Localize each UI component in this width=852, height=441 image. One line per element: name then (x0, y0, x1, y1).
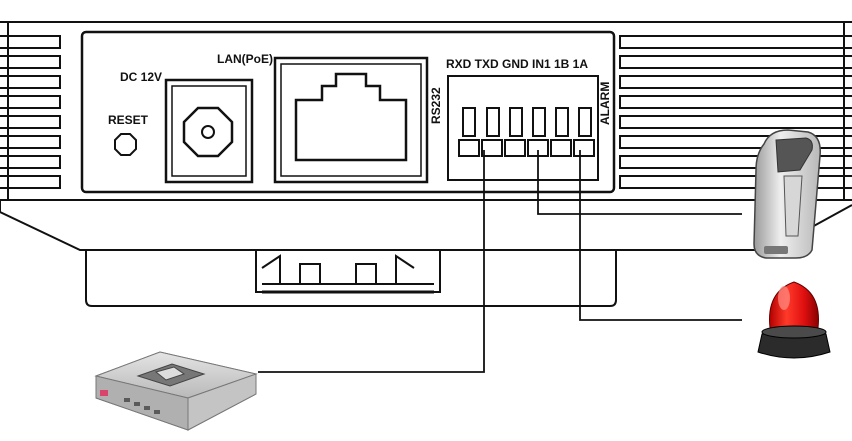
bottom-mount-clip (255, 249, 441, 294)
left-vent-grille (0, 35, 61, 189)
right-vent-grille (619, 35, 852, 189)
reset-button[interactable] (114, 133, 137, 156)
reset-label: RESET (108, 113, 149, 127)
wire-in1-sensor (537, 150, 742, 215)
motion-sensor-icon (753, 129, 821, 259)
wire-1a-alarm (579, 150, 742, 321)
terminal-pin-labels: RXD TXD GND IN1 1B 1A (446, 57, 588, 71)
dc-power-jack[interactable] (164, 78, 254, 184)
lan-port[interactable] (273, 56, 429, 184)
alarm-label: ALARM (598, 82, 612, 125)
wire-rs-device (258, 150, 485, 373)
dc-label: DC 12V (120, 70, 162, 84)
rs232-label: RS232 (429, 87, 443, 124)
terminal-block (447, 75, 599, 181)
wires (258, 150, 742, 373)
lan-label: LAN(PoE) (217, 52, 273, 66)
rs485-device-icon (94, 351, 258, 431)
alarm-beacon-icon (757, 281, 831, 359)
